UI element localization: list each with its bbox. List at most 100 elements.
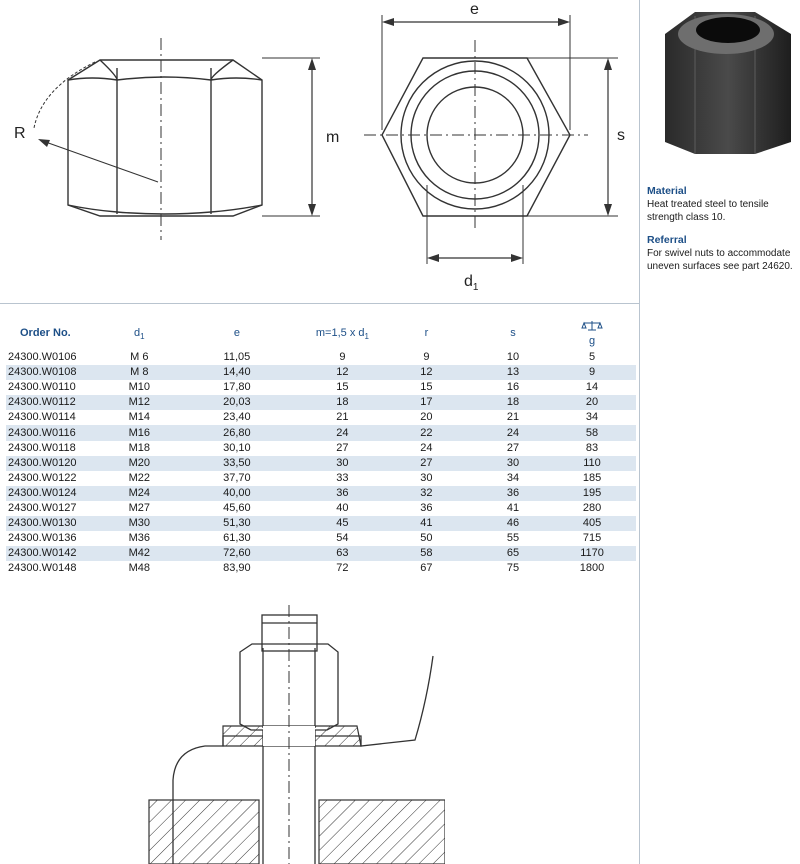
label-s: s (617, 127, 625, 144)
scale-icon (581, 320, 603, 330)
cell-order-no: 24300.W0124 (8, 486, 77, 499)
cell-weight: 110 (583, 456, 601, 469)
cell-d1: M22 (128, 471, 150, 484)
cell-s: 21 (506, 411, 520, 424)
cell-m: 40 (336, 501, 349, 514)
material-title: Material (647, 185, 687, 197)
cell-d1: M12 (128, 396, 150, 409)
cell-s: 34 (506, 471, 520, 484)
cell-weight: 185 (582, 471, 602, 484)
cell-m: 54 (336, 532, 349, 545)
header-d1: d1 (134, 327, 145, 341)
cell-r: 32 (420, 486, 433, 499)
cell-weight: 14 (585, 381, 599, 394)
cell-e: 51,30 (223, 517, 251, 530)
cell-d1: M10 (128, 381, 150, 394)
cell-s: 55 (506, 532, 520, 545)
assembly-drawing (148, 605, 445, 864)
cell-weight: 195 (582, 486, 602, 499)
cell-weight: 83 (585, 441, 599, 454)
cell-m: 21 (336, 411, 349, 424)
cell-e: 30,10 (223, 441, 251, 454)
cell-e: 20,03 (223, 396, 251, 409)
product-photo (665, 12, 791, 154)
header-weight: g (548, 316, 636, 350)
cell-s: 13 (506, 366, 520, 379)
cell-weight: 280 (582, 501, 602, 514)
cell-d1: M24 (128, 486, 150, 499)
label-d1: d1 (464, 273, 479, 293)
cell-order-no: 24300.W0120 (8, 456, 77, 469)
cell-m: 24 (336, 426, 349, 439)
cell-s: 36 (506, 486, 520, 499)
horizontal-divider (0, 303, 639, 304)
cell-m: 18 (336, 396, 349, 409)
cell-r: 20 (420, 411, 433, 424)
cell-d1: M36 (128, 532, 150, 545)
label-m: m (326, 129, 339, 146)
cell-m: 12 (336, 366, 349, 379)
header-m: m=1,5 x d1 (315, 327, 369, 341)
cell-s: 18 (506, 396, 520, 409)
cell-r: 27 (420, 456, 433, 469)
cell-s: 75 (506, 562, 520, 575)
cell-e: 23,40 (223, 411, 251, 424)
dimensions-table: Order No. d1 e m=1,5 x d1 r s g 24300.W0… (6, 316, 636, 576)
cell-order-no: 24300.W0130 (8, 517, 77, 530)
cell-order-no: 24300.W0122 (8, 471, 77, 484)
cell-r: 41 (420, 517, 433, 530)
table-header-row: Order No. d1 e m=1,5 x d1 r s g (6, 316, 636, 350)
header-order-no: Order No. (20, 327, 71, 339)
cell-r: 15 (420, 381, 433, 394)
cell-r: 24 (420, 441, 433, 454)
cell-m: 9 (339, 351, 346, 364)
cell-weight: 20 (585, 396, 599, 409)
cell-order-no: 24300.W0108 (8, 366, 77, 379)
cell-r: 22 (420, 426, 433, 439)
cell-e: 72,60 (223, 547, 251, 560)
cell-weight: 34 (585, 411, 599, 424)
cell-m: 45 (336, 517, 349, 530)
cell-s: 41 (506, 501, 520, 514)
referral-title: Referral (647, 234, 687, 246)
cell-e: 83,90 (223, 562, 251, 575)
cell-d1: M27 (128, 501, 150, 514)
cell-s: 10 (506, 351, 520, 364)
cell-d1: M 8 (130, 366, 149, 379)
cell-order-no: 24300.W0142 (8, 547, 77, 560)
cell-r: 30 (420, 471, 433, 484)
header-r: r (424, 327, 429, 339)
label-e: e (470, 1, 479, 18)
cell-m: 72 (336, 562, 349, 575)
cell-e: 61,30 (223, 532, 251, 545)
cell-d1: M42 (128, 547, 150, 560)
cell-s: 65 (506, 547, 520, 560)
cell-d1: M 6 (130, 351, 149, 364)
cell-m: 30 (336, 456, 349, 469)
side-notes: Material Heat treated steel to tensile s… (647, 185, 797, 283)
cell-m: 63 (336, 547, 349, 560)
cell-r: 67 (420, 562, 433, 575)
cell-e: 17,80 (223, 381, 251, 394)
cell-r: 50 (420, 532, 433, 545)
cell-s: 46 (506, 517, 520, 530)
top-view-drawing: e s d1 (364, 1, 625, 293)
cell-s: 24 (506, 426, 520, 439)
side-view-drawing: R m (14, 38, 339, 240)
cell-d1: M14 (128, 411, 150, 424)
cell-d1: M18 (128, 441, 150, 454)
cell-weight: 1170 (580, 547, 604, 560)
cell-weight: 9 (588, 366, 596, 379)
cell-e: 45,60 (223, 501, 251, 514)
